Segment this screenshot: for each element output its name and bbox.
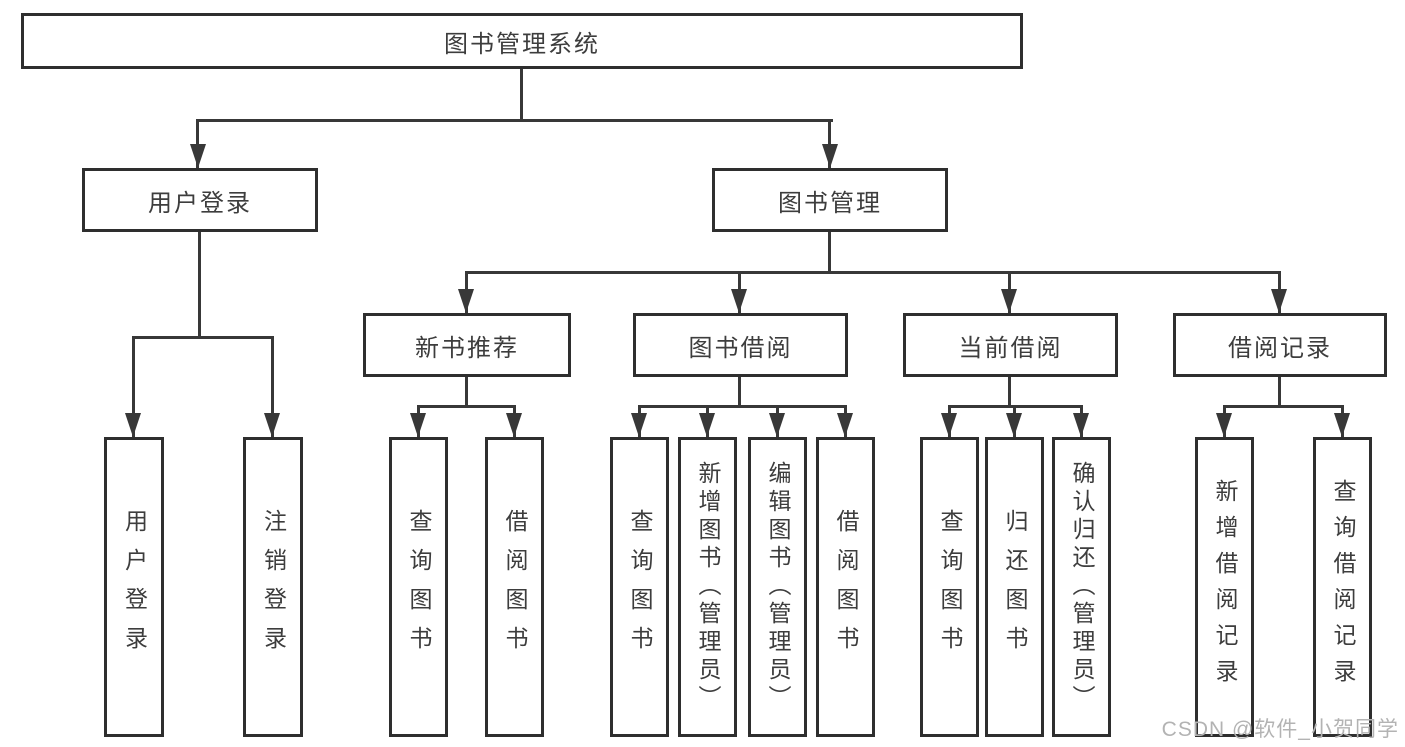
leaf-return-book: 归还图书 — [985, 437, 1044, 737]
connector-arrow — [1073, 413, 1089, 437]
node-book-borrowing: 图书借阅 — [633, 313, 848, 377]
connector-arrow — [506, 413, 522, 437]
connector-arrow — [458, 289, 474, 313]
node-user-login: 用户登录 — [82, 168, 318, 232]
connector-line — [828, 119, 831, 168]
leaf-query-borrow-record: 查询借阅记录 — [1313, 437, 1372, 737]
leaf-query-books-current: 查询图书 — [920, 437, 979, 737]
leaf-add-borrow-record: 新增借阅记录 — [1195, 437, 1254, 737]
connector-arrow — [125, 413, 141, 437]
connector-arrow — [731, 289, 747, 313]
connector-line — [520, 69, 523, 121]
leaf-logout: 注销登录 — [243, 437, 303, 737]
leaf-user-login: 用户登录 — [104, 437, 164, 737]
connector-arrow — [941, 413, 957, 437]
node-current-borrowing: 当前借阅 — [903, 313, 1118, 377]
connector-arrow — [410, 413, 426, 437]
connector-line — [1008, 377, 1011, 407]
connector-arrow — [264, 413, 280, 437]
connector-line — [271, 336, 274, 437]
connector-arrow — [1216, 413, 1232, 437]
leaf-add-book-admin: 新增图书（管理员） — [678, 437, 737, 737]
connector-arrow — [1006, 413, 1022, 437]
leaf-edit-book-admin: 编辑图书（管理员） — [748, 437, 807, 737]
connector-arrow — [190, 144, 206, 168]
csdn-watermark: CSDN @软件_小贺同学 — [1161, 718, 1399, 741]
leaf-confirm-return-admin: 确认归还（管理员） — [1052, 437, 1111, 737]
connector-line — [1278, 377, 1281, 407]
connector-line — [132, 336, 274, 339]
connector-arrow — [837, 413, 853, 437]
connector-line — [132, 336, 135, 437]
connector-arrow — [631, 413, 647, 437]
connector-line — [417, 405, 516, 408]
node-new-book-recommend: 新书推荐 — [363, 313, 571, 377]
leaf-query-books-borrowing: 查询图书 — [610, 437, 669, 737]
leaf-query-books-recommend: 查询图书 — [389, 437, 448, 737]
leaf-borrow-books-recommend: 借阅图书 — [485, 437, 544, 737]
connector-line — [738, 377, 741, 407]
connector-arrow — [1001, 289, 1017, 313]
connector-line — [638, 405, 847, 408]
connector-arrow — [1271, 289, 1287, 313]
connector-line — [465, 271, 1281, 274]
node-library-system: 图书管理系统 — [21, 13, 1023, 69]
connector-line — [198, 232, 201, 338]
node-book-management: 图书管理 — [712, 168, 948, 232]
connector-arrow — [822, 144, 838, 168]
connector-arrow — [769, 413, 785, 437]
connector-arrow — [699, 413, 715, 437]
connector-line — [196, 119, 199, 168]
connector-line — [828, 232, 831, 273]
connector-line — [465, 377, 468, 407]
node-borrowing-records: 借阅记录 — [1173, 313, 1387, 377]
leaf-borrow-books: 借阅图书 — [816, 437, 875, 737]
connector-line — [197, 119, 833, 122]
connector-line — [1223, 405, 1344, 408]
connector-arrow — [1334, 413, 1350, 437]
